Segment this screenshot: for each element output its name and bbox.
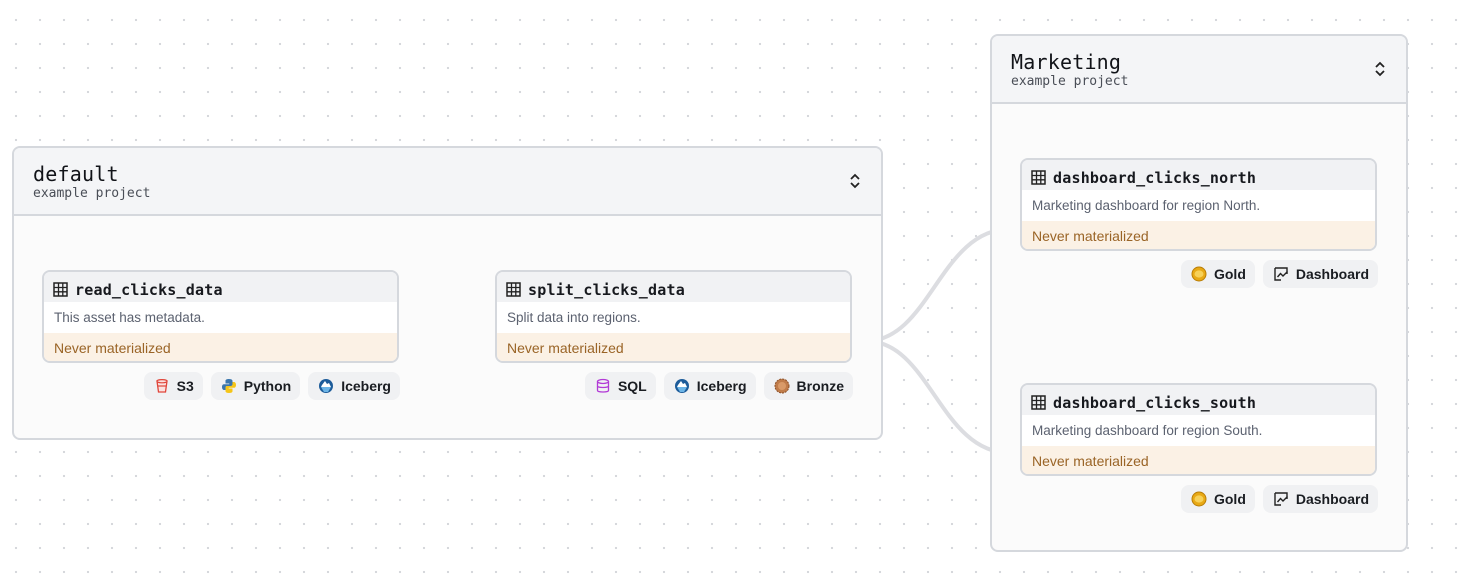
tag-python[interactable]: Python xyxy=(210,372,301,400)
tag-label: Gold xyxy=(1213,266,1246,282)
asset-tags: Gold Dashboard xyxy=(1180,260,1378,288)
tag-label: S3 xyxy=(176,378,194,394)
asset-tags: SQL Iceberg Bronze xyxy=(584,372,853,400)
asset-description: Split data into regions. xyxy=(497,302,850,333)
tag-label: Bronze xyxy=(796,378,844,394)
collapse-icon[interactable] xyxy=(847,172,863,190)
asset-description: This asset has metadata. xyxy=(44,302,397,333)
asset-node-read-clicks-data[interactable]: read_clicks_data This asset has metadata… xyxy=(42,270,399,363)
group-title: Marketing xyxy=(1011,50,1122,74)
tag-dashboard[interactable]: Dashboard xyxy=(1262,485,1378,513)
dashboard-icon xyxy=(1274,267,1288,281)
bronze-medal-icon xyxy=(774,378,790,394)
asset-description: Marketing dashboard for region South. xyxy=(1022,415,1375,446)
group-subtitle: example project xyxy=(1011,74,1129,89)
tag-iceberg[interactable]: Iceberg xyxy=(308,372,400,400)
group-header[interactable]: default example project xyxy=(14,148,881,216)
asset-name: read_clicks_data xyxy=(75,280,223,299)
asset-status: Never materialized xyxy=(497,333,850,361)
asset-name: split_clicks_data xyxy=(528,280,685,299)
collapse-icon[interactable] xyxy=(1372,60,1388,78)
asset-tags: S3 Python Iceberg xyxy=(143,372,400,400)
python-icon xyxy=(221,379,236,393)
tag-label: Iceberg xyxy=(696,378,747,394)
asset-name: dashboard_clicks_north xyxy=(1053,168,1257,187)
table-icon xyxy=(53,282,68,297)
tag-label: Iceberg xyxy=(341,378,391,394)
tag-label: Gold xyxy=(1213,491,1246,507)
gold-medal-icon xyxy=(1191,266,1207,282)
tag-dashboard[interactable]: Dashboard xyxy=(1262,260,1378,288)
iceberg-icon xyxy=(319,379,334,393)
edge-split-to-north xyxy=(865,224,1013,343)
tag-label: Dashboard xyxy=(1295,491,1369,507)
s3-icon xyxy=(155,379,168,393)
group-title: default xyxy=(33,162,119,186)
table-icon xyxy=(1031,170,1046,185)
tag-bronze[interactable]: Bronze xyxy=(763,372,853,400)
asset-tags: Gold Dashboard xyxy=(1180,485,1378,513)
edge-split-to-south xyxy=(865,339,1013,458)
group-header[interactable]: Marketing example project xyxy=(992,36,1406,104)
iceberg-icon xyxy=(674,379,689,393)
dashboard-icon xyxy=(1274,492,1288,506)
tag-label: SQL xyxy=(617,378,647,394)
tag-label: Python xyxy=(243,378,292,394)
asset-node-split-clicks-data[interactable]: split_clicks_data Split data into region… xyxy=(495,270,852,363)
asset-name: dashboard_clicks_south xyxy=(1053,393,1257,412)
asset-status: Never materialized xyxy=(44,333,397,361)
tag-s3[interactable]: S3 xyxy=(143,372,203,400)
asset-status: Never materialized xyxy=(1022,221,1375,249)
asset-description: Marketing dashboard for region North. xyxy=(1022,190,1375,221)
table-icon xyxy=(506,282,521,297)
tag-iceberg[interactable]: Iceberg xyxy=(663,372,756,400)
tag-sql[interactable]: SQL xyxy=(584,372,656,400)
asset-status: Never materialized xyxy=(1022,446,1375,474)
asset-node-dashboard-clicks-north[interactable]: dashboard_clicks_north Marketing dashboa… xyxy=(1020,158,1377,251)
tag-gold[interactable]: Gold xyxy=(1180,260,1255,288)
asset-node-dashboard-clicks-south[interactable]: dashboard_clicks_south Marketing dashboa… xyxy=(1020,383,1377,476)
tag-label: Dashboard xyxy=(1295,266,1369,282)
group-subtitle: example project xyxy=(33,186,151,201)
table-icon xyxy=(1031,395,1046,410)
gold-medal-icon xyxy=(1191,491,1207,507)
tag-gold[interactable]: Gold xyxy=(1180,485,1255,513)
database-icon xyxy=(596,378,610,393)
